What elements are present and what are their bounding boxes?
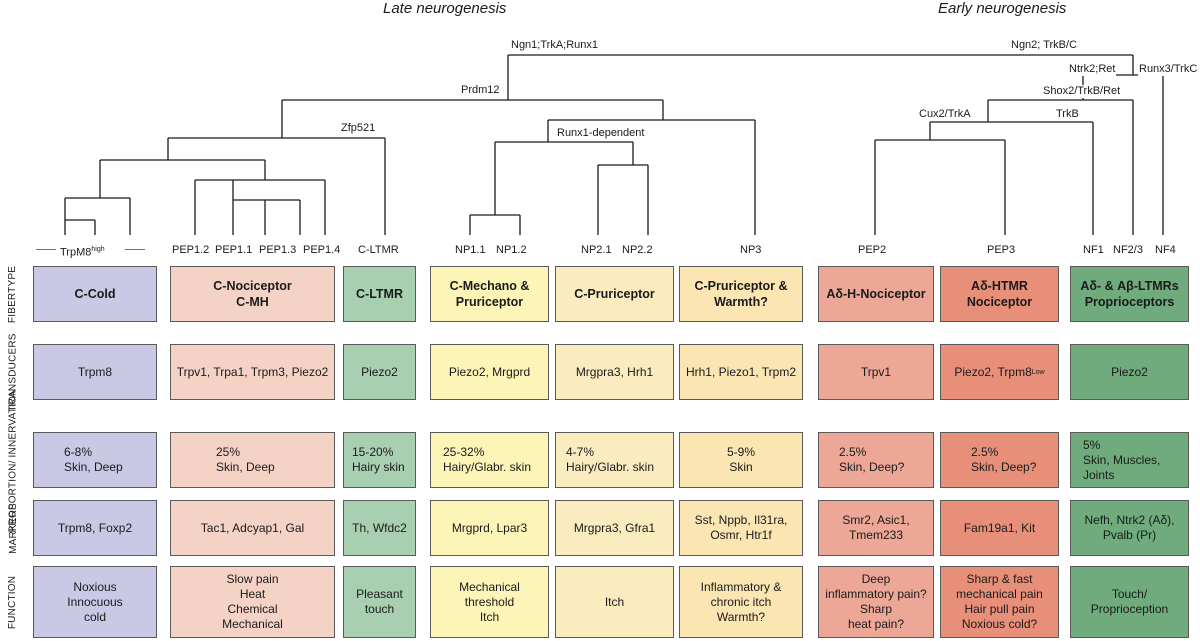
leaf-np3: NP3: [740, 244, 762, 256]
c-ltmr-fibertype-cell: C-LTMR: [343, 266, 416, 322]
c-nociceptor-proportion-cell: 25% Skin, Deep: [170, 432, 335, 488]
leaf-pep3: PEP3: [987, 244, 1016, 256]
early-neurogenesis-header: Early neurogenesis: [938, 0, 1067, 17]
c-nociceptor-markers-cell: Tac1, Adcyap1, Gal: [170, 500, 335, 556]
prdm12-label: Prdm12: [460, 84, 501, 97]
ngn1-label: Ngn1;TrkA;Runx1: [510, 39, 600, 52]
leaf-nf2-3: NF2/3: [1113, 244, 1143, 256]
row-label-function: FUNCTION: [7, 575, 19, 629]
leaf-np2-2: NP2.2: [622, 244, 653, 256]
leaf-pep1-3: PEP1.3: [259, 244, 297, 256]
c-pruriceptor-function-cell: Itch: [555, 566, 674, 638]
ntrk2-label: Ntrk2;Ret: [1068, 63, 1117, 76]
runx1-dependent-label: Runx1-dependent: [556, 127, 646, 140]
row-label-markers: MARKERS: [7, 502, 19, 554]
leaf-pep2: PEP2: [858, 244, 887, 256]
ltmr-proprioceptor-fibertype-cell: Aδ- & Aβ-LTMRs Proprioceptors: [1070, 266, 1189, 322]
leaf-pep1-4: PEP1.4: [303, 244, 341, 256]
c-ltmr-transducers-cell: Piezo2: [343, 344, 416, 400]
leaf-c-ltmr: C-LTMR: [358, 244, 399, 256]
ad-h-nociceptor-fibertype-cell: Aδ-H-Nociceptor: [818, 266, 934, 322]
zfp521-label: Zfp521: [340, 122, 377, 135]
c-mechano-proportion-cell: 25-32% Hairy/Glabr. skin: [430, 432, 549, 488]
leaf-np2-1: NP2.1: [581, 244, 612, 256]
c-pruriceptor-markers-cell: Mrgpra3, Gfra1: [555, 500, 674, 556]
c-mechano-function-cell: Mechanical threshold Itch: [430, 566, 549, 638]
c-ltmr-markers-cell: Th, Wfdc2: [343, 500, 416, 556]
trkb-label: TrkB: [1055, 108, 1080, 121]
c-cold-fibertype-cell: C-Cold: [33, 266, 157, 322]
c-ltmr-function-cell: Pleasant touch: [343, 566, 416, 638]
leaf-trpm8: TrpM8high: [60, 246, 105, 259]
ad-htmr-fibertype-cell: Aδ-HTMR Nociceptor: [940, 266, 1059, 322]
late-neurogenesis-header: Late neurogenesis: [383, 0, 507, 17]
c-ltmr-proportion-cell: 15-20% Hairy skin: [343, 432, 416, 488]
leaf-nf4: NF4: [1155, 244, 1176, 256]
runx3-label: Runx3/TrkC: [1138, 63, 1199, 76]
ltmr-proprioceptor-function-cell: Touch/ Proprioception: [1070, 566, 1189, 638]
c-cold-function-cell: Noxious Innocuous cold: [33, 566, 157, 638]
c-cold-proportion-cell: 6-8% Skin, Deep: [33, 432, 157, 488]
ad-h-nociceptor-markers-cell: Smr2, Asic1, Tmem233: [818, 500, 934, 556]
cux2-label: Cux2/TrkA: [918, 108, 972, 121]
ltmr-proprioceptor-proportion-cell: 5% Skin, Muscles, Joints: [1070, 432, 1189, 488]
c-cold-markers-cell: Trpm8, Foxp2: [33, 500, 157, 556]
c-nociceptor-function-cell: Slow pain Heat Chemical Mechanical: [170, 566, 335, 638]
c-pruriceptor-warmth-transducers-cell: Hrh1, Piezo1, Trpm2: [679, 344, 803, 400]
shox2-label: Shox2/TrkB/Ret: [1042, 85, 1122, 98]
c-pruriceptor-fibertype-cell: C-Pruriceptor: [555, 266, 674, 322]
c-pruriceptor-warmth-function-cell: Inflammatory & chronic itch Warmth?: [679, 566, 803, 638]
ad-htmr-proportion-cell: 2.5% Skin, Deep?: [940, 432, 1059, 488]
ltmr-proprioceptor-markers-cell: Nefh, Ntrk2 (Aδ), Pvalb (Pr): [1070, 500, 1189, 556]
c-pruriceptor-transducers-cell: Mrgpra3, Hrh1: [555, 344, 674, 400]
c-nociceptor-fibertype-cell: C-Nociceptor C-MH: [170, 266, 335, 322]
lineage-dendrogram: [36, 54, 1164, 250]
ltmr-proprioceptor-transducers-cell: Piezo2: [1070, 344, 1189, 400]
c-mechano-transducers-cell: Piezo2, Mrgprd: [430, 344, 549, 400]
leaf-pep1-1: PEP1.1: [215, 244, 253, 256]
ad-h-nociceptor-transducers-cell: Trpv1: [818, 344, 934, 400]
c-mechano-markers-cell: Mrgprd, Lpar3: [430, 500, 549, 556]
c-pruriceptor-warmth-fibertype-cell: C-Pruriceptor & Warmth?: [679, 266, 803, 322]
row-label-proportion: PROPORTION/ INNERVATION: [7, 388, 19, 532]
row-label-fibertype: FIBERTYPE: [7, 265, 19, 323]
ad-h-nociceptor-function-cell: Deep inflammatory pain? Sharp heat pain?: [818, 566, 934, 638]
c-nociceptor-transducers-cell: Trpv1, Trpa1, Trpm3, Piezo2: [170, 344, 335, 400]
c-pruriceptor-proportion-cell: 4-7% Hairy/Glabr. skin: [555, 432, 674, 488]
leaf-np1-2: NP1.2: [496, 244, 527, 256]
leaf-pep1-2: PEP1.2: [172, 244, 210, 256]
c-pruriceptor-warmth-proportion-cell: 5-9% Skin: [679, 432, 803, 488]
ad-h-nociceptor-proportion-cell: 2.5% Skin, Deep?: [818, 432, 934, 488]
ad-htmr-markers-cell: Fam19a1, Kit: [940, 500, 1059, 556]
leaf-np1-1: NP1.1: [455, 244, 486, 256]
ngn2-label: Ngn2; TrkB/C: [1010, 39, 1079, 52]
ad-htmr-function-cell: Sharp & fast mechanical pain Hair pull p…: [940, 566, 1059, 638]
c-cold-transducers-cell: Trpm8: [33, 344, 157, 400]
c-mechano-fibertype-cell: C-Mechano & Pruriceptor: [430, 266, 549, 322]
c-pruriceptor-warmth-markers-cell: Sst, Nppb, Il31ra, Osmr, Htr1f: [679, 500, 803, 556]
leaf-nf1: NF1: [1083, 244, 1104, 256]
